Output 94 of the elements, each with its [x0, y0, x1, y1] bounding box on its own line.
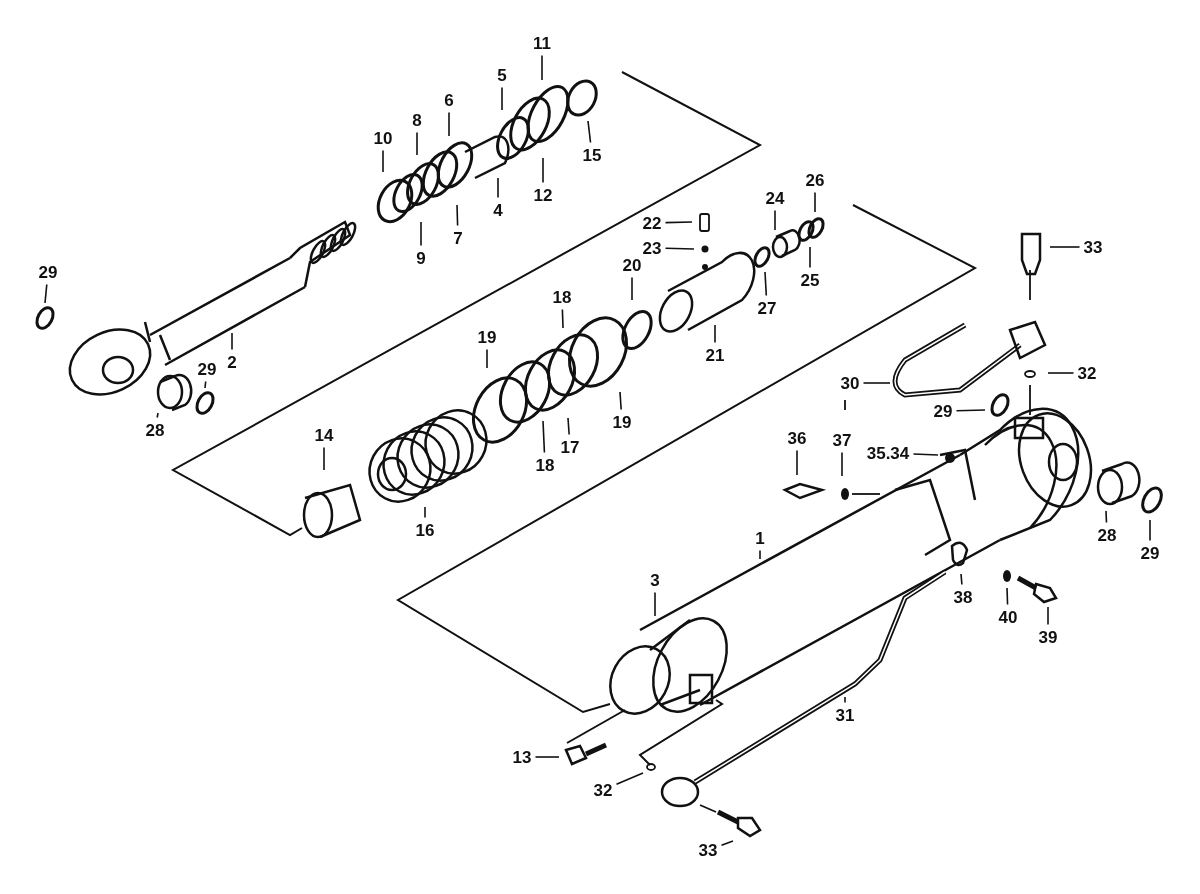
callout-number: 30	[839, 373, 861, 393]
leader-line	[912, 453, 939, 456]
leader-line	[424, 506, 426, 519]
leader-line	[814, 191, 816, 213]
callout-number: 15	[581, 145, 603, 165]
callout-number: 21	[704, 345, 726, 365]
leader-line	[231, 332, 233, 351]
leader-line	[764, 271, 768, 297]
callout-number: 4	[492, 200, 504, 220]
callout-number: 29	[932, 401, 954, 421]
callout-number: 28	[1096, 525, 1118, 545]
leader-line	[323, 446, 325, 471]
leader-line	[1049, 246, 1081, 248]
callout-number: 29	[37, 262, 59, 282]
callout-number: 39	[1037, 627, 1059, 647]
leader-line	[960, 573, 963, 586]
callout-number: 32	[592, 780, 614, 800]
callout-number: 3	[649, 570, 661, 590]
leader-line	[542, 157, 544, 184]
leader-line	[587, 120, 592, 144]
leader-line	[567, 417, 570, 436]
callout-number: 9	[415, 248, 427, 268]
callout-number: 25	[799, 270, 821, 290]
callout-number: 6	[443, 90, 455, 110]
leader-line	[456, 204, 459, 227]
callout-number: 36	[786, 428, 808, 448]
callout-number: 23	[641, 238, 663, 258]
leader-line	[664, 247, 695, 250]
leader-line	[542, 420, 546, 454]
leader-line	[844, 696, 846, 704]
callout-number: 19	[476, 327, 498, 347]
callout-number: 22	[641, 213, 663, 233]
leader-line	[1006, 587, 1009, 606]
leader-line	[420, 221, 422, 247]
leader-line	[955, 409, 986, 412]
leader-line	[774, 209, 776, 231]
callout-number: 17	[559, 437, 581, 457]
callout-number: 28	[144, 420, 166, 440]
leader-line	[486, 348, 488, 369]
leader-line	[416, 131, 418, 156]
leader-line	[654, 591, 656, 617]
leader-line	[44, 283, 48, 304]
callout-number: 13	[511, 747, 533, 767]
leader-line	[501, 86, 503, 111]
callout-number: 33	[697, 840, 719, 860]
callout-number: 26	[804, 170, 826, 190]
leader-line	[796, 449, 798, 476]
callout-number: 10	[372, 128, 394, 148]
leader-line	[1149, 519, 1151, 542]
callout-number: 1	[754, 528, 766, 548]
leader-line	[759, 549, 761, 560]
callout-number: 38	[952, 587, 974, 607]
callout-number: 27	[756, 298, 778, 318]
callout-number: 12	[532, 185, 554, 205]
leader-line	[615, 772, 644, 786]
leader-line	[156, 412, 159, 419]
leader-line	[664, 221, 693, 224]
callout-number: 2	[226, 352, 238, 372]
callout-number: 32	[1076, 363, 1098, 383]
callout-number: 19	[611, 412, 633, 432]
callout-number: 29	[1139, 543, 1161, 563]
callout-number: 31	[834, 705, 856, 725]
callout-number: 14	[313, 425, 335, 445]
callout-number: 16	[414, 520, 436, 540]
callout-number: 35.34	[865, 443, 911, 463]
callout-number: 33	[1082, 237, 1104, 257]
leader-line	[841, 451, 843, 477]
leader-line	[561, 308, 564, 329]
callout-number: 18	[534, 455, 556, 475]
leader-line	[382, 149, 384, 173]
callout-number: 24	[764, 188, 786, 208]
leader-line	[1047, 372, 1075, 374]
callout-number: 5	[496, 65, 508, 85]
callout-number: 11	[532, 33, 552, 53]
leader-line	[448, 111, 450, 137]
callout-number: 20	[621, 255, 643, 275]
leader-line	[862, 382, 891, 384]
callout-number: 29	[196, 359, 218, 379]
leader-line	[714, 324, 716, 344]
leader-line	[534, 756, 560, 758]
leader-line	[631, 276, 633, 301]
leader-line	[1047, 606, 1049, 626]
leader-line	[541, 54, 543, 81]
callout-number: 7	[452, 228, 464, 248]
leader-line	[809, 246, 811, 269]
callout-number: 8	[411, 110, 423, 130]
callout-number: 18	[551, 287, 573, 307]
callout-number: 37	[831, 430, 853, 450]
callout-number: 40	[997, 607, 1019, 627]
leader-line	[619, 391, 622, 411]
leader-line	[204, 380, 207, 389]
leader-line	[1105, 510, 1108, 524]
leader-line	[720, 840, 734, 846]
leader-line	[497, 177, 499, 199]
